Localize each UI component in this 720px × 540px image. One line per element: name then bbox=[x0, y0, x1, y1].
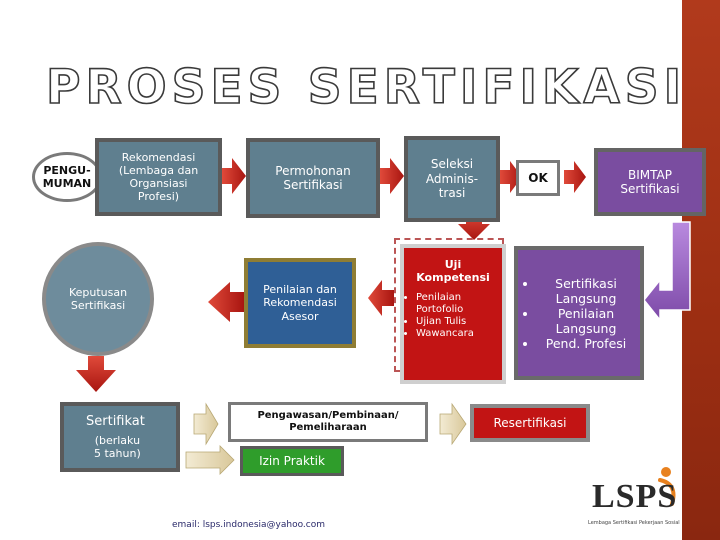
arrow-permohonan-seleksi bbox=[380, 158, 404, 194]
pengawasan-node: Pengawasan/Pembinaan/ Pemeliharaan bbox=[228, 402, 428, 442]
ok-node: OK bbox=[516, 160, 560, 196]
sertifikat-node: Sertifikat (berlaku 5 tahun) bbox=[60, 402, 180, 472]
penilaian-node: Penilaian dan Rekomendasi Asesor bbox=[244, 258, 356, 348]
uji-item: Wawancara bbox=[416, 328, 502, 340]
arrow-sertifikat-izin bbox=[185, 445, 235, 475]
sertifikasi-item: Penilaian Langsung bbox=[538, 306, 634, 336]
uji-dashed-frame: Uji Kompetensi Penilaian Portofolio Ujia… bbox=[394, 238, 506, 384]
uji-item: Penilaian Portofolio bbox=[416, 292, 502, 316]
uji-title: Uji Kompetensi bbox=[416, 258, 490, 285]
arrow-bimtap-sertifikasi bbox=[643, 221, 691, 323]
resertifikasi-node: Resertifikasi bbox=[470, 404, 590, 442]
arrow-pengawasan-resertifikasi bbox=[439, 402, 467, 446]
lsps-logo-text: LSPS bbox=[592, 478, 678, 515]
sertifikat-validity: (berlaku 5 tahun) bbox=[94, 433, 141, 460]
uji-items-list: Penilaian Portofolio Ujian Tulis Wawanca… bbox=[404, 292, 502, 340]
arrow-seleksi-ok bbox=[500, 161, 522, 193]
uji-item: Ujian Tulis bbox=[416, 316, 502, 328]
permohonan-node: Permohonan Sertifikasi bbox=[246, 138, 380, 218]
arrow-sertifikat-pengawasan bbox=[193, 402, 219, 446]
arrow-uji-penilaian bbox=[368, 280, 394, 316]
email-text: email: lsps.indonesia@yahoo.com bbox=[172, 520, 326, 530]
arrow-ok-bimtap bbox=[564, 161, 586, 193]
bimtap-node: BIMTAP Sertifikasi bbox=[594, 148, 706, 216]
uji-kompetensi-node: Uji Kompetensi Penilaian Portofolio Ujia… bbox=[400, 244, 506, 384]
sertifikasi-item: Sertifikasi Langsung bbox=[538, 276, 634, 306]
sertifikasi-options-node: Sertifikasi Langsung Penilaian Langsung … bbox=[514, 246, 644, 380]
lsps-logo-tagline: Lembaga Sertifikasi Pekerjaan Sosial bbox=[588, 520, 680, 526]
sertifikasi-items-list: Sertifikasi Langsung Penilaian Langsung … bbox=[524, 276, 634, 351]
izin-praktik-node: Izin Praktik bbox=[240, 446, 344, 476]
arrow-keputusan-sertifikat bbox=[76, 356, 116, 392]
keputusan-node: Keputusan Sertifikasi bbox=[42, 242, 154, 356]
sertifikasi-item: Pend. Profesi bbox=[538, 336, 634, 351]
rekomendasi-node: Rekomendasi (Lembaga dan Organsiasi Prof… bbox=[95, 138, 222, 216]
pengumuman-node: PENGU- MUMAN bbox=[32, 152, 102, 202]
sertifikat-title: Sertifikat bbox=[86, 414, 145, 430]
seleksi-node: Seleksi Adminis- trasi bbox=[404, 136, 500, 222]
arrow-rekomendasi-permohonan bbox=[222, 158, 246, 194]
page-title: PROSES SERTIFIKASI bbox=[45, 59, 687, 116]
arrow-penilaian-keputusan bbox=[208, 282, 244, 322]
lsps-logo-mark bbox=[658, 467, 676, 506]
lsps-logo: LSPS Lembaga Sertifikasi Pekerjaan Sosia… bbox=[588, 464, 682, 534]
